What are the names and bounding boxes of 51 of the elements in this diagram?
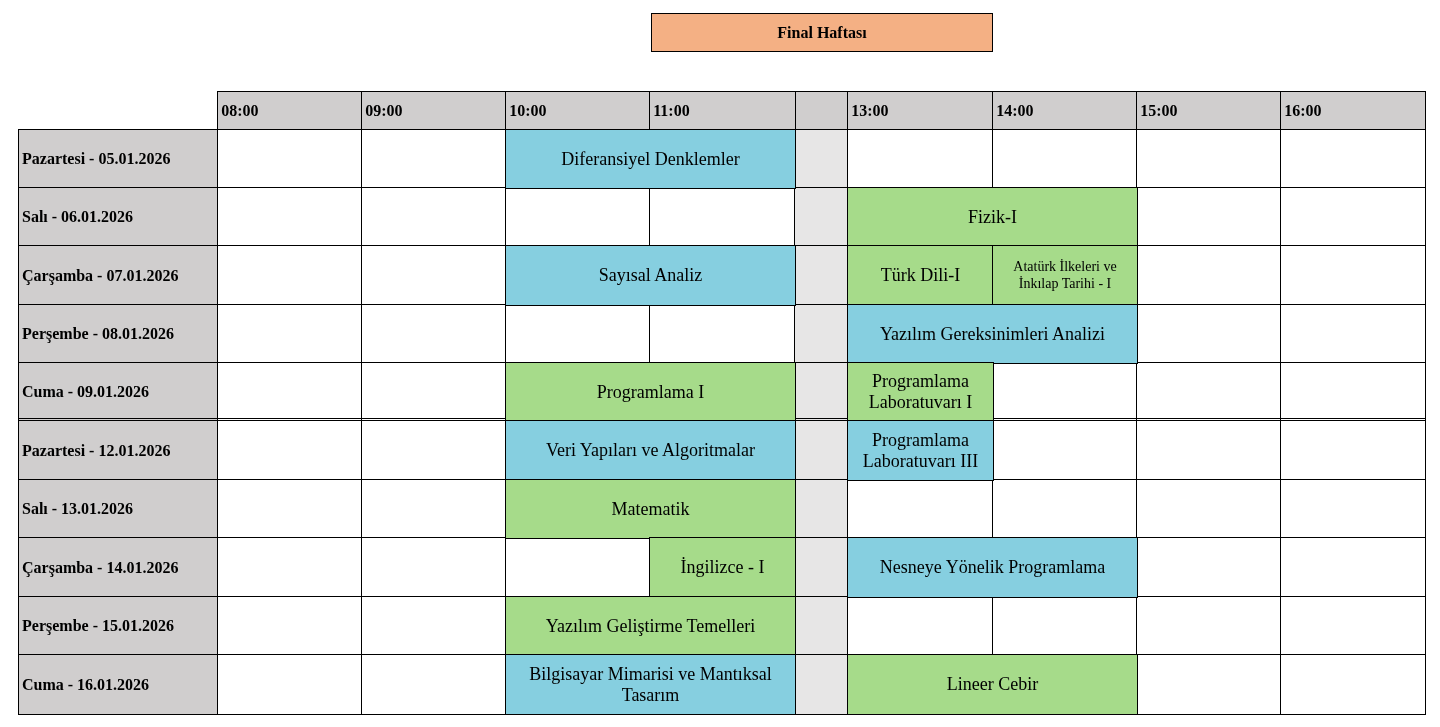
course-name: Matematik: [611, 498, 690, 520]
course-block: [847, 654, 1138, 715]
time-header: 15:00: [1136, 91, 1282, 131]
course-name: Lineer Cebir: [946, 674, 1039, 695]
day-label: Perşembe - 08.01.2026: [18, 304, 219, 364]
course-block: [847, 537, 1138, 598]
course-name: Bilgisayar Mimarisi ve Mantıksal Tasarım: [528, 663, 773, 706]
time-header: 10:00: [505, 91, 651, 131]
course-block: [505, 420, 796, 481]
day-label: Çarşamba - 07.01.2026: [18, 245, 219, 306]
course-name: Yazılım Gereksinimleri Analizi: [879, 323, 1106, 345]
course-block: [505, 362, 796, 422]
course-name: Sayısal Analiz: [598, 265, 703, 286]
course-name: Yazılım Geliştirme Temelleri: [545, 615, 756, 637]
course-block: [847, 245, 994, 306]
time-header: 16:00: [1280, 91, 1426, 131]
course-block: [505, 245, 796, 306]
course-name: Programlama Laboratuvarı III: [861, 429, 980, 472]
course-block: [505, 129, 796, 189]
day-label: Perşembe - 15.01.2026: [18, 596, 219, 656]
course-name: Diferansiyel Denklemler: [561, 148, 740, 170]
day-label: Salı - 06.01.2026: [18, 187, 219, 247]
course-name: Fizik-I: [968, 206, 1017, 228]
time-header: 08:00: [217, 91, 363, 131]
course-name: Programlama Laboratuvarı I: [867, 371, 974, 413]
course-block: [847, 187, 1138, 247]
course-block: [847, 362, 994, 422]
course-name: Veri Yapıları ve Algoritmalar: [546, 440, 755, 461]
course-block: [847, 304, 1138, 364]
course-block: [847, 420, 994, 481]
day-label: Cuma - 09.01.2026: [18, 362, 219, 422]
course-name: Programlama I: [596, 381, 705, 403]
day-label: Pazartesi - 12.01.2026: [18, 420, 219, 481]
day-label: Cuma - 16.01.2026: [18, 654, 219, 715]
title-box: Final Haftası: [651, 13, 993, 52]
time-header: 14:00: [992, 91, 1138, 131]
course-block: [505, 654, 796, 715]
day-label: Pazartesi - 05.01.2026: [18, 129, 219, 189]
time-header: 11:00: [649, 91, 796, 131]
course-block: [992, 245, 1138, 306]
day-label: Çarşamba - 14.01.2026: [18, 537, 219, 598]
course-name: Atatürk İlkeleri ve İnkılap Tarihi - I: [1012, 259, 1118, 292]
course-block: [649, 537, 796, 598]
course-name: İngilizce - I: [680, 557, 765, 578]
course-name: Türk Dili-I: [880, 265, 961, 286]
time-header: 13:00: [847, 91, 994, 131]
course-block: [505, 596, 796, 656]
day-label: Salı - 13.01.2026: [18, 479, 219, 539]
time-header: 09:00: [361, 91, 507, 131]
course-name: Nesneye Yönelik Programlama: [879, 557, 1106, 578]
course-block: [505, 479, 796, 539]
